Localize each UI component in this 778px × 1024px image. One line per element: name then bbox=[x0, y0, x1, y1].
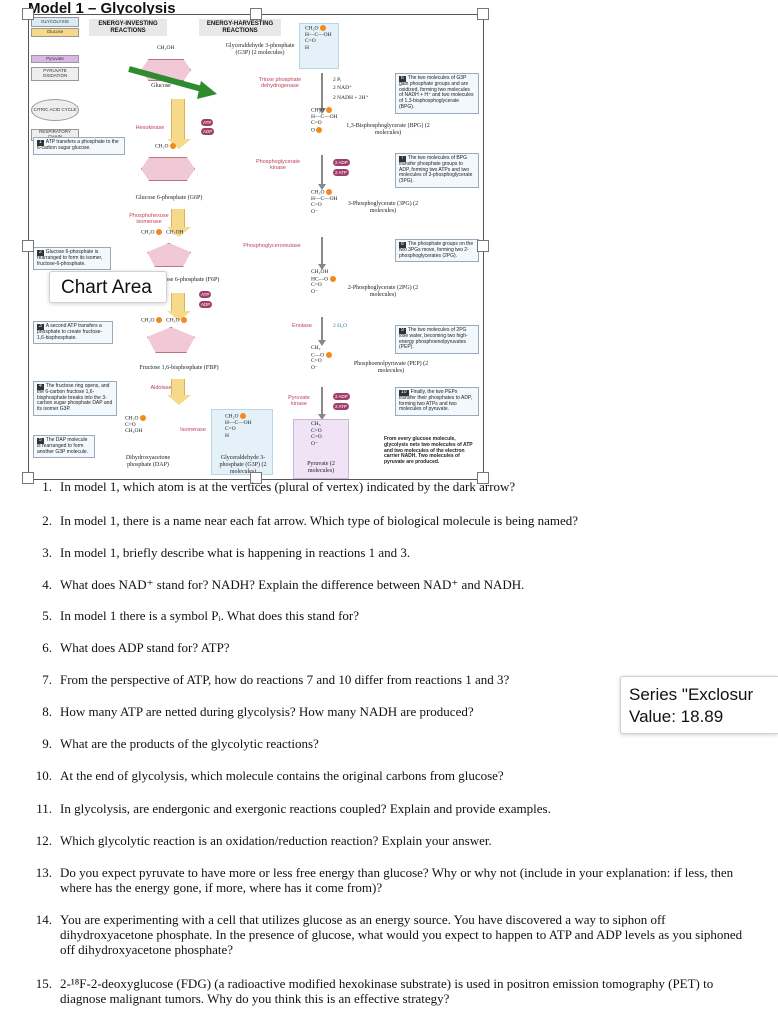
enzyme-pk: Pyruvate kinase bbox=[288, 395, 310, 408]
pg3-label: 3-Phosphoglycerate (3PG) (2 molecules) bbox=[347, 201, 419, 214]
summary-note: From every glucose molecule, glycolysis … bbox=[381, 435, 479, 468]
f6p-ring bbox=[147, 243, 191, 267]
pi-cofactor: 2 Pᵢ bbox=[333, 77, 342, 83]
g6p-ring bbox=[141, 157, 195, 181]
adp-pill-3: ADP bbox=[199, 301, 213, 308]
thin-arrow-6 bbox=[318, 73, 326, 114]
series-tooltip: Series "Exclosur Value: 18.89 bbox=[620, 676, 778, 734]
enzyme-aldolase: Aldolase bbox=[150, 385, 172, 391]
glycolysis-figure[interactable]: GLYCOLYSIS Glucose Pyruvate PYRUVATE OXI… bbox=[28, 14, 484, 480]
resize-handle-right[interactable] bbox=[477, 240, 489, 252]
atp-pill-1: ATP bbox=[201, 119, 214, 126]
resize-handle-bottom-right[interactable] bbox=[477, 472, 489, 484]
fat-arrow-3 bbox=[167, 293, 191, 321]
enzyme-tpd: Triose phosphate dehydrogenase bbox=[258, 77, 302, 90]
pathway-sidebar: GLYCOLYSIS Glucose Pyruvate PYRUVATE OXI… bbox=[29, 15, 81, 479]
bpg-label: 1,3-Bisphosphoglycerate (BPG) (2 molecul… bbox=[346, 123, 430, 136]
sidebar-glycolysis: GLYCOLYSIS bbox=[31, 17, 79, 27]
g6p-ch2o: CH₂O bbox=[155, 143, 176, 150]
resize-handle-left[interactable] bbox=[22, 240, 34, 252]
chart-area-tooltip: Chart Area bbox=[49, 271, 167, 303]
g3p-top-highlight bbox=[299, 23, 339, 69]
nadh-cofactor: 2 NADH + 2H⁺ bbox=[333, 95, 369, 101]
atp2-pill-10: 2 ATP bbox=[333, 403, 349, 410]
pg2-label: 2-Phosphoglycerate (2PG) (2 molecules) bbox=[347, 285, 419, 298]
pyruvate-highlight bbox=[293, 419, 349, 479]
sidebar-pyruvate: Pyruvate bbox=[31, 55, 79, 63]
glucose-label: Glucose bbox=[151, 83, 171, 89]
series-tooltip-name: Series "Exclosur bbox=[629, 685, 754, 704]
g3p-highlight bbox=[211, 409, 273, 475]
sidebar-citric-acid-cycle: CITRIC ACID CYCLE bbox=[31, 99, 79, 121]
sidebar-glucose: Glucose bbox=[31, 28, 79, 37]
fat-arrow-1 bbox=[167, 99, 191, 149]
enzyme-enolase: Enolase bbox=[292, 323, 312, 329]
series-tooltip-value: Value: 18.89 bbox=[629, 707, 724, 726]
fbp-ring bbox=[147, 327, 195, 353]
fat-arrow-4 bbox=[167, 379, 191, 405]
glucose-ch2oh: CH₂OH bbox=[157, 45, 175, 51]
page-title: Model 1 – Glycolysis bbox=[28, 0, 176, 17]
fbp-label: Fructose 1,6-bisphosphate (FBP) bbox=[139, 365, 219, 371]
resize-handle-bottom[interactable] bbox=[250, 472, 262, 484]
enzyme-isomerase: Isomerase bbox=[180, 427, 206, 433]
g3p-top-label: Glyceraldehyde 3-phosphate (G3P) (2 mole… bbox=[225, 43, 295, 56]
g6p-label: Glucose 6-phosphate (G6P) bbox=[135, 195, 203, 201]
resize-handle-top[interactable] bbox=[250, 8, 262, 20]
dap-label: Dihydroxyacetone phosphate (DAP) bbox=[125, 455, 171, 468]
resize-handle-top-right[interactable] bbox=[477, 8, 489, 20]
green-arrow-icon bbox=[128, 66, 217, 99]
f6p-label: Fructose 6-phosphate (F6P) bbox=[152, 277, 220, 283]
fbp-ch2o: CH₂O CH₂O bbox=[141, 317, 187, 324]
sidebar-pyruvate-oxidation: PYRUVATE OXIDATION bbox=[31, 67, 79, 81]
h2o-cofactor: 2 H₂O bbox=[333, 323, 347, 329]
atp-pill-3: ATP bbox=[199, 291, 212, 298]
nad-cofactor: 2 NAD⁺ bbox=[333, 85, 352, 91]
adp-pill-1: ADP bbox=[201, 128, 215, 135]
investing-header: ENERGY-INVESTING REACTIONS bbox=[89, 19, 167, 37]
thin-arrow-10 bbox=[318, 387, 326, 420]
pyruvate-label: Pyruvate (2 molecules) bbox=[307, 461, 335, 474]
g3p-bottom-label: Glyceraldehyde 3-phosphate (G3P) (2 mole… bbox=[219, 455, 267, 475]
enzyme-hexokinase: Hexokinase bbox=[135, 125, 165, 131]
thin-arrow-7 bbox=[318, 155, 326, 190]
enzyme-pgm: Phosphoglyceromutase bbox=[243, 243, 301, 249]
adp2-pill-7: 2 ADP bbox=[333, 159, 350, 166]
thin-arrow-8 bbox=[318, 237, 326, 270]
resize-handle-bottom-left[interactable] bbox=[22, 472, 34, 484]
harvesting-header: ENERGY-HARVESTING REACTIONS bbox=[199, 19, 281, 37]
thin-arrow-9 bbox=[318, 317, 326, 346]
adp2-pill-10: 2 ADP bbox=[333, 393, 350, 400]
enzyme-pgk: Phosphoglycerate kinase bbox=[255, 159, 301, 172]
resize-handle-top-left[interactable] bbox=[22, 8, 34, 20]
pep-label: Phosphoenolpyruvate (PEP) (2 molecules) bbox=[353, 361, 429, 374]
enzyme-phi: Phosphohexose isomerase bbox=[129, 213, 169, 226]
fat-arrow-2 bbox=[167, 209, 191, 237]
f6p-ch2o: CH₂O CH₂OH bbox=[141, 229, 184, 236]
atp2-pill-7: 2 ATP bbox=[333, 169, 349, 176]
